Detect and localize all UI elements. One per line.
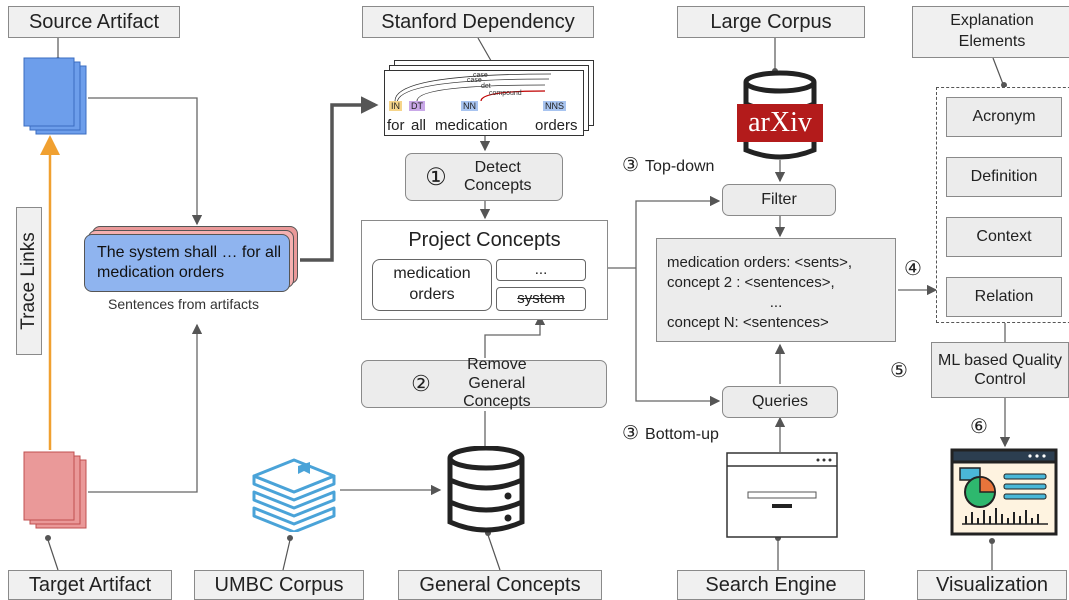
- source-to-sentences-arrow: [88, 97, 203, 226]
- sentences-caption: Sentences from artifacts: [108, 296, 259, 312]
- dashboard-icon: [950, 448, 1058, 536]
- project-concepts-panel: Project Concepts medication orders ... s…: [361, 220, 608, 320]
- remove-general-concepts-label: Remove General Concepts: [463, 356, 531, 411]
- sentences-to-parser-arrow: [300, 96, 379, 262]
- result-line-1: medication orders: <sents>,: [667, 254, 853, 271]
- book-stack-icon: [252, 458, 336, 532]
- result-line-4: concept N: <sentences>: [667, 314, 829, 331]
- result-line-2: concept 2 : <sentences>,: [667, 274, 835, 291]
- target-document-stack-icon: [23, 451, 87, 529]
- step-4-marker: ④: [904, 258, 922, 280]
- concept-medication-orders: medication orders: [372, 259, 492, 311]
- explanation-elements-label: Explanation Elements: [912, 6, 1069, 58]
- top-down-label: Top-down: [645, 158, 715, 175]
- general-concepts-label: General Concepts: [398, 570, 602, 600]
- parse-word-all: all: [411, 117, 427, 134]
- target-artifact-label: Target Artifact: [8, 570, 172, 600]
- arc-label-case-1: case: [473, 72, 488, 79]
- remove-general-concepts-step: ② Remove General Concepts: [361, 356, 607, 410]
- explanation-relation: Relation: [946, 277, 1062, 317]
- step-1-marker: ①: [425, 163, 447, 191]
- step-2-marker: ②: [411, 371, 431, 396]
- explanation-definition: Definition: [946, 157, 1062, 197]
- concept-ellipsis: ...: [496, 259, 586, 281]
- concept-sentences-box: medication orders: <sents>, concept 2 : …: [656, 238, 896, 342]
- sentence-card: The system shall … for all medication or…: [84, 234, 290, 292]
- step-5-marker: ⑤: [890, 360, 908, 382]
- source-document-stack-icon: [23, 57, 87, 135]
- arc-label-case-2: case: [467, 77, 482, 84]
- bottom-up-step: ③ Bottom-up: [622, 422, 719, 445]
- dependency-arcs: case case det compound: [394, 72, 552, 104]
- parse-word-for: for: [387, 117, 405, 134]
- project-concepts-title: Project Concepts: [408, 229, 561, 251]
- pos-tag-nns: NNS: [543, 101, 567, 111]
- search-engine-window-icon: [726, 452, 838, 538]
- pos-tag-in: IN: [389, 101, 402, 111]
- parse-word-medication: medication: [435, 117, 508, 134]
- parse-word-orders: orders: [535, 117, 578, 134]
- database-icon: [447, 446, 525, 533]
- step-6-marker: ⑥: [970, 416, 988, 438]
- trace-links-label: Trace Links: [16, 207, 42, 355]
- queries-box: Queries: [722, 386, 838, 418]
- detect-concepts-label: Detect Concepts: [463, 158, 532, 194]
- source-artifact-label: Source Artifact: [8, 6, 180, 38]
- arc-label-det: det: [481, 83, 491, 90]
- bottom-up-label: Bottom-up: [645, 426, 719, 443]
- visualization-label: Visualization: [917, 570, 1067, 600]
- pos-tag-dt: DT: [409, 101, 425, 111]
- filter-box: Filter: [722, 184, 836, 216]
- arxiv-logo: arXiv: [737, 104, 823, 142]
- detect-concepts-step: ① Detect Concepts: [405, 153, 563, 201]
- search-engine-label: Search Engine: [677, 570, 865, 600]
- ml-quality-control-box: ML based Quality Control: [931, 342, 1069, 398]
- explanation-context: Context: [946, 217, 1062, 257]
- target-to-sentences-arrow: [88, 323, 203, 493]
- stanford-dependency-label: Stanford Dependency: [362, 6, 594, 38]
- concept-system-removed: system: [496, 287, 586, 311]
- large-corpus-label: Large Corpus: [677, 6, 865, 38]
- top-down-step: ③ Top-down: [622, 154, 714, 177]
- result-line-3: ...: [769, 294, 783, 311]
- step-3-top-marker: ③: [622, 155, 640, 176]
- step-3-bottom-marker: ③: [622, 423, 640, 444]
- pos-tag-nn: NN: [461, 101, 478, 111]
- explanation-acronym: Acronym: [946, 97, 1062, 137]
- sentence-text: The system shall … for all medication or…: [97, 244, 282, 281]
- umbc-corpus-label: UMBC Corpus: [194, 570, 364, 600]
- arc-label-compound: compound: [489, 90, 522, 97]
- parse-card: case case det compound IN DT NN NNS for …: [384, 70, 584, 136]
